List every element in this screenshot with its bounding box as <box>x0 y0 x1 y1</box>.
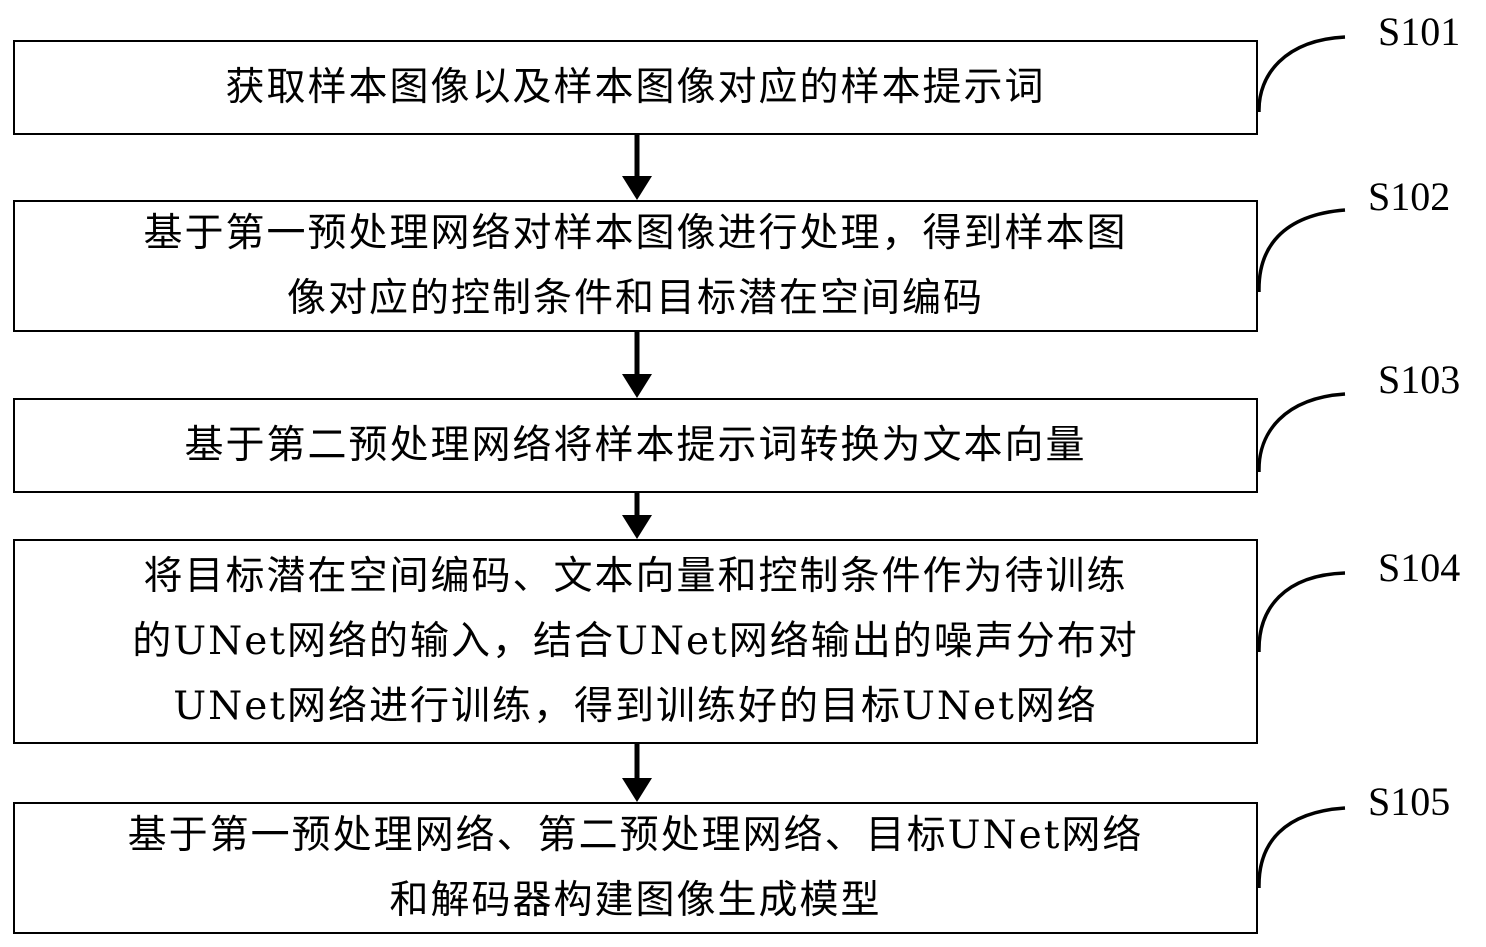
step-line: UNet网络进行训练，得到训练好的目标UNet网络 <box>173 684 1098 729</box>
step-line: 将目标潜在空间编码、文本向量和控制条件作为待训练 <box>143 554 1128 599</box>
step-line: 基于第一预处理网络、第二预处理网络、目标UNet网络 <box>127 813 1144 858</box>
step-line: 获取样本图像以及样本图像对应的样本提示词 <box>225 65 1046 110</box>
leader-curve-s103 <box>1257 392 1346 473</box>
step-box-s104: 将目标潜在空间编码、文本向量和控制条件作为待训练 的UNet网络的输入，结合UN… <box>13 539 1258 744</box>
step-line: 的UNet网络的输入，结合UNet网络输出的噪声分布对 <box>132 619 1139 664</box>
step-line: 像对应的控制条件和目标潜在空间编码 <box>286 276 984 321</box>
step-text-s104: 将目标潜在空间编码、文本向量和控制条件作为待训练 的UNet网络的输入，结合UN… <box>132 544 1139 739</box>
step-text-s102: 基于第一预处理网络对样本图像进行处理，得到样本图 像对应的控制条件和目标潜在空间… <box>143 201 1127 331</box>
arrow-s103-s104 <box>622 493 652 539</box>
step-line: 基于第二预处理网络将样本提示词转换为文本向量 <box>184 423 1087 468</box>
step-text-s101: 获取样本图像以及样本图像对应的样本提示词 <box>225 55 1045 120</box>
step-line: 基于第一预处理网络对样本图像进行处理，得到样本图 <box>143 211 1128 256</box>
leader-curve-s101 <box>1257 35 1346 113</box>
step-label-s102: S102 <box>1368 174 1451 219</box>
step-box-s102: 基于第一预处理网络对样本图像进行处理，得到样本图 像对应的控制条件和目标潜在空间… <box>13 200 1258 332</box>
step-box-s103: 基于第二预处理网络将样本提示词转换为文本向量 <box>13 398 1258 493</box>
arrow-s102-s103 <box>622 332 652 398</box>
step-label-s105: S105 <box>1368 779 1451 824</box>
step-label-s101: S101 <box>1378 9 1461 54</box>
step-label-s104: S104 <box>1378 545 1461 590</box>
leader-curve-s105 <box>1257 806 1346 889</box>
step-label-s103: S103 <box>1378 357 1461 402</box>
step-box-s105: 基于第一预处理网络、第二预处理网络、目标UNet网络 和解码器构建图像生成模型 <box>13 802 1258 934</box>
leader-curve-s104 <box>1257 571 1346 653</box>
arrow-s101-s102 <box>622 135 652 200</box>
arrow-s104-s105 <box>622 744 652 802</box>
step-box-s101: 获取样本图像以及样本图像对应的样本提示词 <box>13 40 1258 135</box>
step-text-s105: 基于第一预处理网络、第二预处理网络、目标UNet网络 和解码器构建图像生成模型 <box>128 803 1144 933</box>
step-text-s103: 基于第二预处理网络将样本提示词转换为文本向量 <box>184 413 1086 478</box>
leader-curve-s102 <box>1257 208 1346 293</box>
step-line: 和解码器构建图像生成模型 <box>389 878 882 923</box>
